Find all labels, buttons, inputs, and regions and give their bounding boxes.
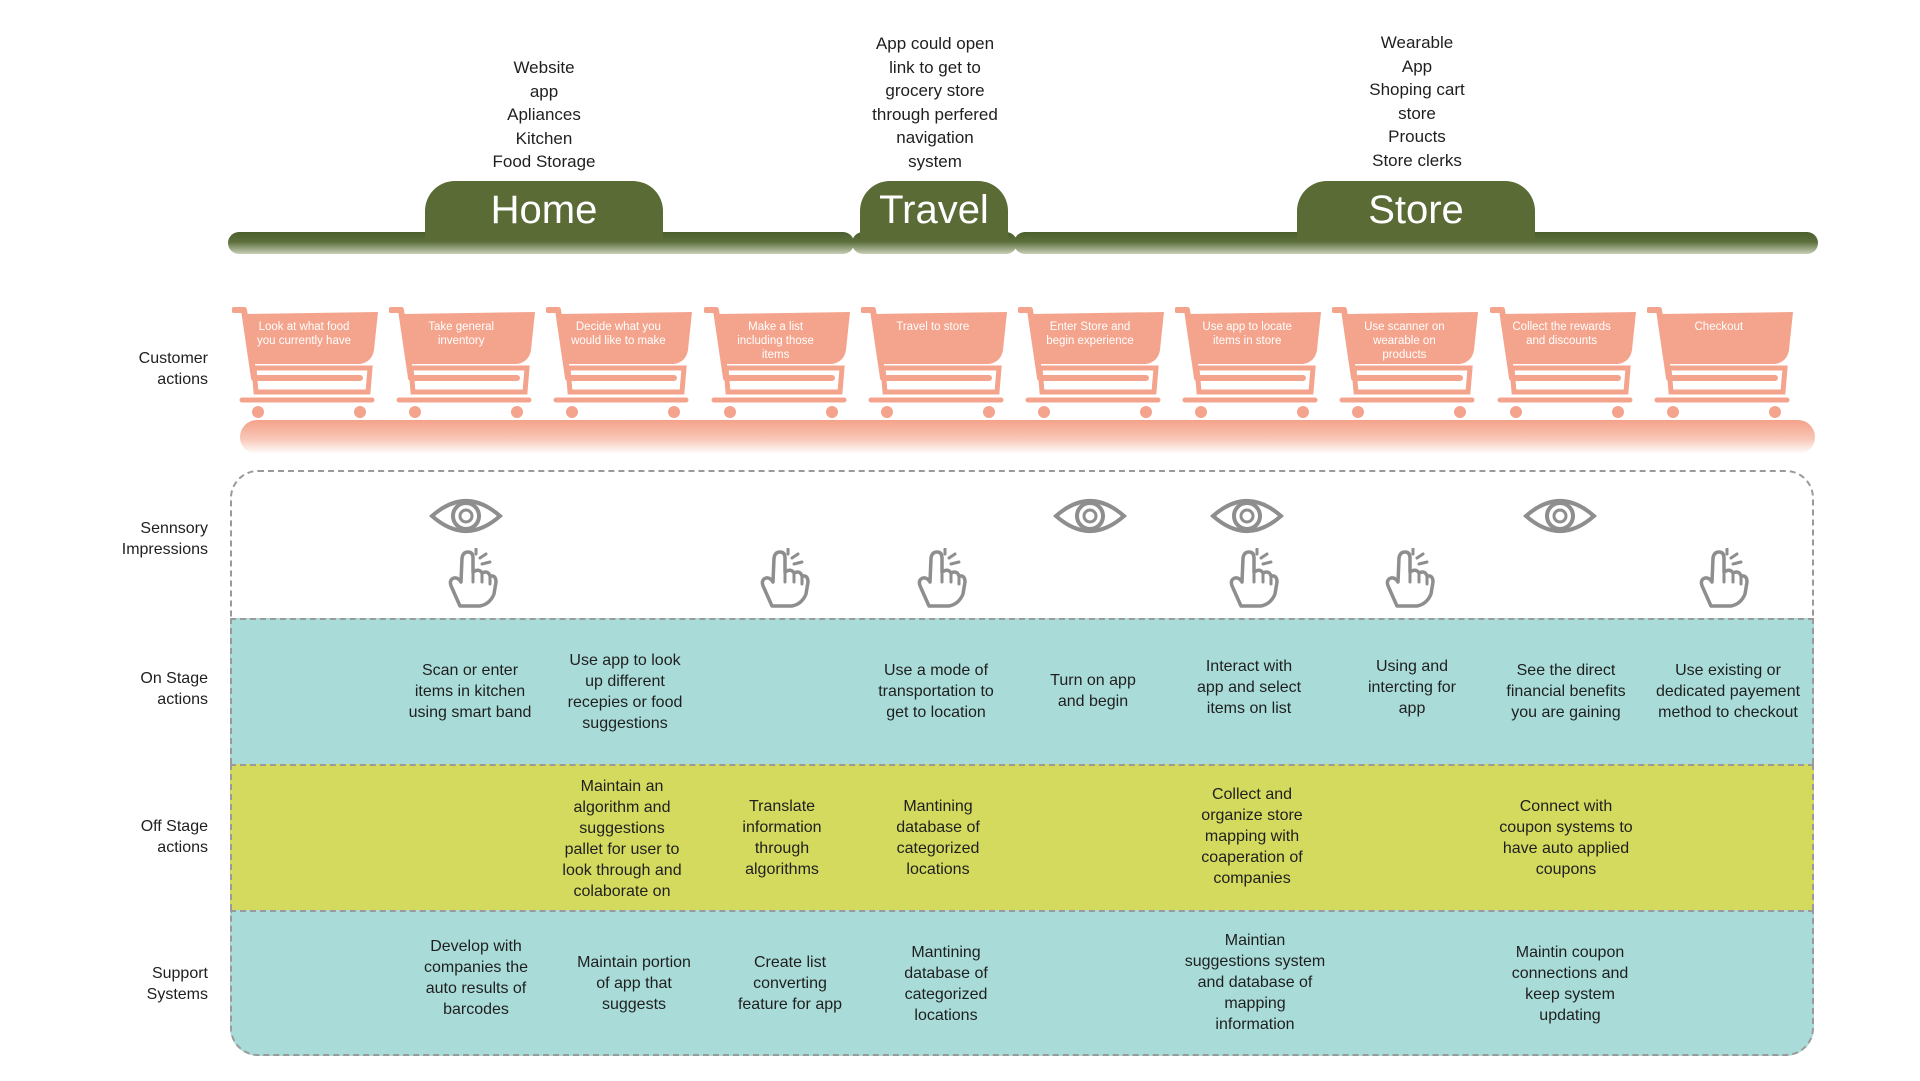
customer-action-cart: Collect the rewards and discounts xyxy=(1489,306,1640,424)
eye-icon xyxy=(1052,492,1128,545)
eye-icon xyxy=(428,492,504,545)
hand-touch-icon xyxy=(440,547,500,615)
shopping-cart-icon xyxy=(389,307,536,418)
onstage-cell: See the direct financial benefits you ar… xyxy=(1506,662,1626,721)
support-cell: Create list converting feature for app xyxy=(737,954,843,1013)
stage-tab-home: Home xyxy=(425,181,663,241)
shopping-cart-icon xyxy=(703,307,850,418)
support-cell: Maintian suggestions system and database… xyxy=(1184,932,1326,1033)
support-cell: Mantining database of categorized locati… xyxy=(904,944,988,1024)
offstage-cell: Maintain an algorithm and suggestions pa… xyxy=(562,778,682,900)
customer-action-cart: Make a list including those items xyxy=(703,306,854,424)
eye-icon xyxy=(1522,492,1598,545)
onstage-cell: Using and intercting for app xyxy=(1367,658,1457,717)
customer-action-cart: Travel to store xyxy=(860,306,1011,424)
eye-icon xyxy=(1209,492,1285,545)
stage-notes-home: Website app Apliances Kitchen Food Stora… xyxy=(492,58,596,171)
shopping-cart-icon xyxy=(232,307,378,418)
customer-action-cart: Use app to locate items in store xyxy=(1175,306,1325,424)
customer-action-label: Decide what you would like to make xyxy=(571,321,666,347)
shopping-cart-icon xyxy=(1018,307,1164,418)
customer-action-label: Make a list including those items xyxy=(737,321,814,361)
shopping-cart-icon xyxy=(546,307,693,418)
shopping-cart-icon xyxy=(1175,307,1322,418)
stage-notes-store: Wearable App Shoping cart store Proucts … xyxy=(1369,33,1465,170)
hand-touch-icon xyxy=(1691,547,1751,615)
onstage-cell: Use existing or dedicated payement metho… xyxy=(1655,662,1801,721)
support-cell: Develop with companies the auto results … xyxy=(423,938,529,1018)
row-label-support-systems: Support Systems xyxy=(146,965,208,1003)
stage-tab-store: Store xyxy=(1297,181,1535,241)
shopping-cart-icon xyxy=(1332,307,1479,418)
customer-action-cart: Look at what food you currently have xyxy=(232,306,382,424)
customer-action-label: Take general inventory xyxy=(428,321,495,347)
customer-action-label: Use scanner on wearable on products xyxy=(1364,321,1445,361)
customer-action-cart: Take general inventory xyxy=(389,306,539,424)
row-label-sensory-impressions: Sennsory Impressions xyxy=(121,520,208,558)
stage-tab-travel: Travel xyxy=(860,181,1008,241)
onstage-cell: Use a mode of transportation to get to l… xyxy=(878,662,994,721)
support-cell: Maintain portion of app that suggests xyxy=(577,954,691,1013)
customer-action-label: Checkout xyxy=(1694,321,1744,333)
onstage-cell: Turn on app and begin xyxy=(1050,672,1136,710)
customer-path-glow xyxy=(240,420,1815,454)
hand-touch-icon xyxy=(909,547,969,615)
hand-touch-icon xyxy=(752,547,812,615)
row-label-onstage-actions: On Stage actions xyxy=(140,670,208,708)
hand-touch-icon xyxy=(1221,547,1281,615)
hand-touch-icon xyxy=(1377,547,1437,615)
customer-action-label: Use app to locate items in store xyxy=(1202,321,1292,347)
support-cell: Maintin coupon connections and keep syst… xyxy=(1511,944,1629,1024)
support-band xyxy=(230,910,1814,1056)
stage-bar-store xyxy=(1014,232,1818,254)
customer-action-label: Collect the rewards and discounts xyxy=(1512,321,1611,347)
customer-action-cart: Enter Store and begin experience xyxy=(1018,306,1168,424)
customer-action-cart: Use scanner on wearable on products xyxy=(1332,306,1482,424)
offstage-band xyxy=(230,764,1814,910)
onstage-cell: Use app to look up different recepies or… xyxy=(567,652,683,732)
customer-action-label: Travel to store xyxy=(896,321,970,333)
shopping-cart-icon xyxy=(1489,307,1636,418)
customer-action-label: Enter Store and begin experience xyxy=(1046,321,1134,347)
row-label-offstage-actions: Off Stage actions xyxy=(140,818,208,856)
onstage-band xyxy=(230,618,1814,764)
stage-bar-home xyxy=(228,232,854,254)
offstage-cell: Connect with coupon systems to have auto… xyxy=(1499,798,1633,878)
offstage-cell: Mantining database of categorized locati… xyxy=(896,798,980,878)
customer-action-cart: Decide what you would like to make xyxy=(546,306,696,424)
row-label-customer-actions: Customer actions xyxy=(138,350,208,388)
offstage-cell: Collect and organize store mapping with … xyxy=(1201,786,1303,887)
shopping-cart-icon xyxy=(860,307,1007,418)
onstage-cell: Interact with app and select items on li… xyxy=(1196,658,1302,717)
offstage-cell: Translate information through algorithms xyxy=(742,798,822,878)
stage-notes-travel: App could open link to get to grocery st… xyxy=(872,34,998,171)
customer-action-cart: Checkout xyxy=(1646,306,1797,424)
customer-action-label: Look at what food you currently have xyxy=(257,321,351,347)
shopping-cart-icon xyxy=(1646,307,1793,418)
onstage-cell: Scan or enter items in kitchen using sma… xyxy=(408,662,532,721)
